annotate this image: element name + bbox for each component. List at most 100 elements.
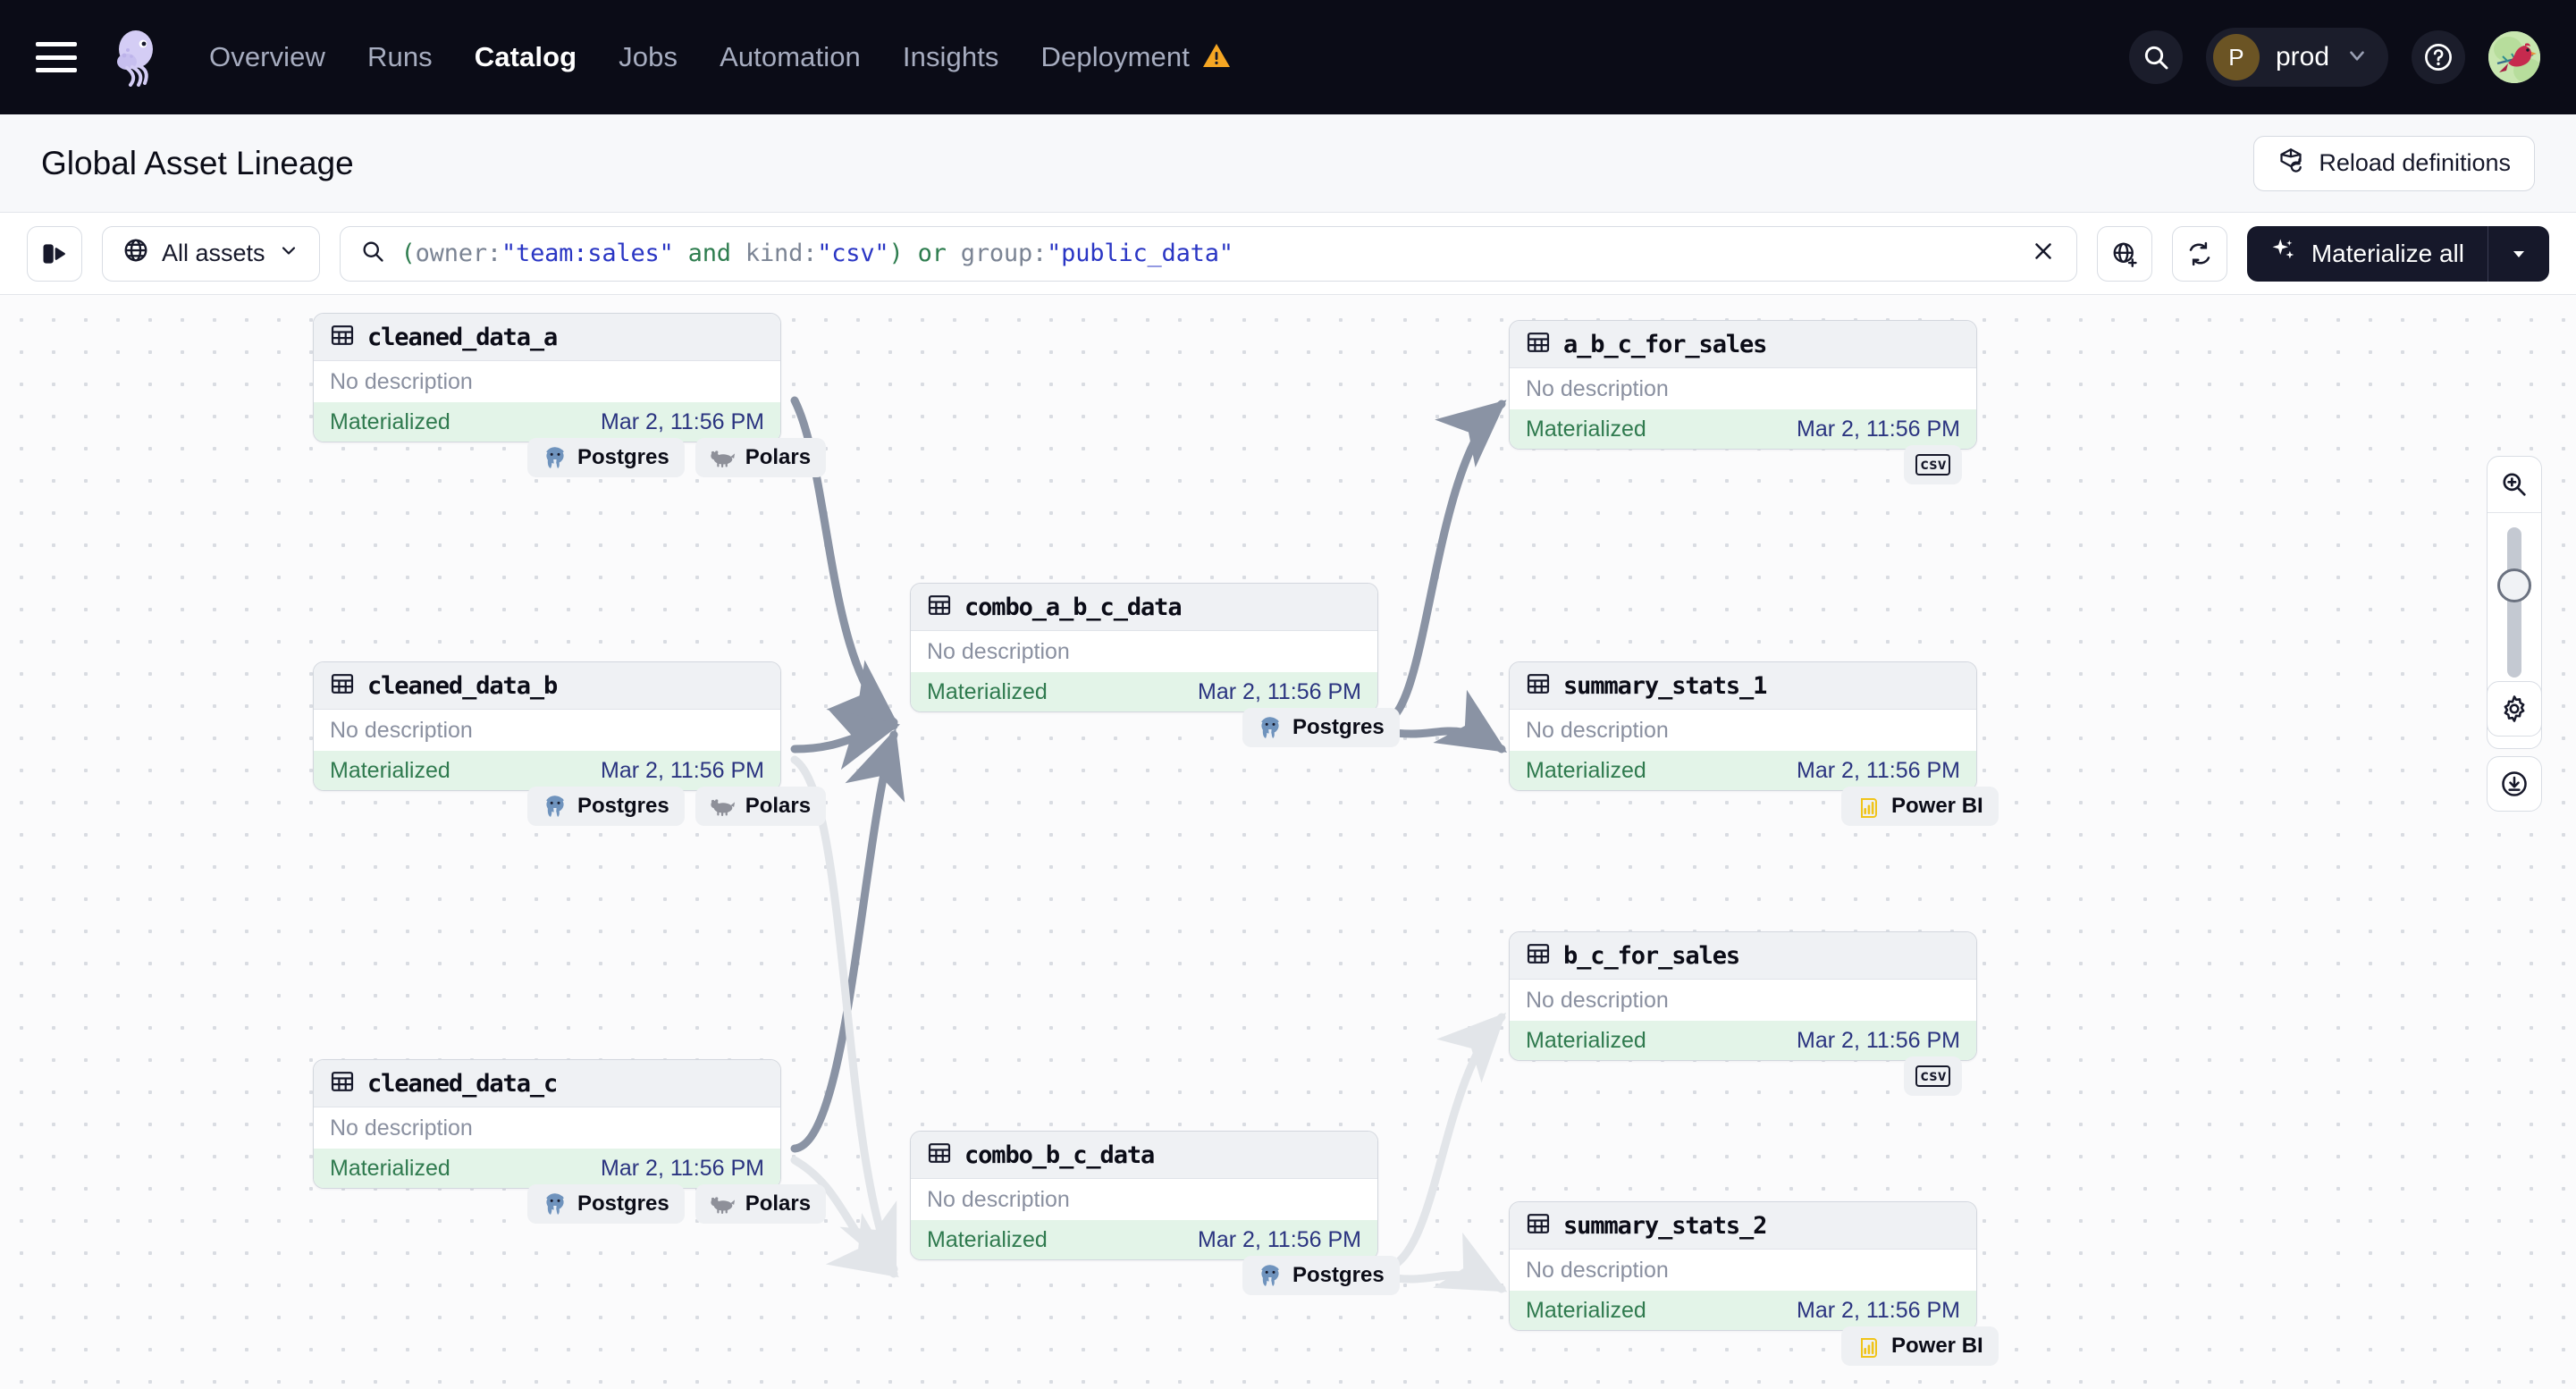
table-icon xyxy=(331,1071,354,1091)
hamburger-icon[interactable] xyxy=(36,42,77,72)
asset-node-description: No description xyxy=(927,638,1070,664)
kind-tag[interactable]: Postgres xyxy=(1242,1256,1400,1295)
kind-tag[interactable]: Power BI xyxy=(1841,1326,1999,1366)
asset-kind-tags: Postgres Polars xyxy=(527,438,827,477)
kind-tag[interactable]: Postgres xyxy=(527,438,685,477)
refresh-icon[interactable] xyxy=(2171,225,2227,282)
status-badge: Materialized xyxy=(927,678,1048,704)
asset-node[interactable]: combo_b_c_data No description Materializ… xyxy=(910,1131,1378,1260)
zoom-slider-handle[interactable] xyxy=(2497,568,2531,602)
kind-tag[interactable]: Postgres xyxy=(527,1184,685,1224)
table-icon xyxy=(330,1069,355,1099)
asset-node-name: summary_stats_1 xyxy=(1563,671,1767,700)
reload-definitions-button[interactable]: Reload definitions xyxy=(2253,135,2535,191)
asset-kind-tags: Power BI xyxy=(1841,1326,1999,1366)
kind-tag-label: Polars xyxy=(745,445,812,469)
close-icon[interactable] xyxy=(2030,238,2057,269)
search-input[interactable]: (owner:"team:sales" and kind:"csv") or g… xyxy=(400,240,1233,267)
asset-node[interactable]: combo_a_b_c_data No description Material… xyxy=(910,583,1378,712)
asset-node[interactable]: b_c_for_sales No description Materialize… xyxy=(1509,931,1977,1061)
lineage-canvas[interactable]: cleaned_data_a No description Materializ… xyxy=(0,295,2576,1389)
table-icon xyxy=(1527,332,1550,352)
gear-icon[interactable] xyxy=(2487,681,2542,737)
asset-node-header: summary_stats_2 xyxy=(1510,1202,1976,1250)
nav-item-catalog[interactable]: Catalog xyxy=(474,41,577,72)
materialization-timestamp[interactable]: Mar 2, 11:56 PM xyxy=(1797,416,1960,442)
status-badge: Materialized xyxy=(330,757,450,783)
asset-node-description: No description xyxy=(927,1186,1070,1212)
materialization-timestamp[interactable]: Mar 2, 11:56 PM xyxy=(1198,1226,1361,1252)
materialize-options-caret[interactable] xyxy=(2488,243,2549,265)
avatar[interactable] xyxy=(2488,31,2540,83)
search-icon xyxy=(360,239,385,268)
materialization-timestamp[interactable]: Mar 2, 11:56 PM xyxy=(601,408,764,434)
asset-node-description: No description xyxy=(1526,1257,1669,1283)
asset-node-header: summary_stats_1 xyxy=(1510,662,1976,710)
table-icon xyxy=(927,593,952,622)
polars-icon xyxy=(711,1197,735,1214)
nav-item-overview[interactable]: Overview xyxy=(209,41,325,72)
asset-node-description: No description xyxy=(1526,717,1669,743)
asset-node-status-bar: Materialized Mar 2, 11:56 PM xyxy=(314,751,780,790)
kind-tag[interactable]: Polars xyxy=(695,438,827,477)
table-icon xyxy=(330,671,355,701)
asset-node-status-bar: Materialized Mar 2, 11:56 PM xyxy=(314,1149,780,1188)
asset-node[interactable]: cleaned_data_c No description Materializ… xyxy=(313,1059,781,1189)
materialization-timestamp[interactable]: Mar 2, 11:56 PM xyxy=(1198,678,1361,704)
kind-tag[interactable]: csv xyxy=(1904,1056,1963,1096)
zoom-in-icon[interactable] xyxy=(2488,457,2541,512)
csv-icon: csv xyxy=(1915,1065,1951,1087)
deployment-switcher[interactable]: P prod xyxy=(2205,28,2388,87)
asset-node[interactable]: cleaned_data_a No description Materializ… xyxy=(313,313,781,442)
asset-node-name: combo_a_b_c_data xyxy=(964,593,1183,621)
kind-tag[interactable]: Polars xyxy=(695,787,827,826)
materialization-timestamp[interactable]: Mar 2, 11:56 PM xyxy=(601,1155,764,1181)
nav-item-insights[interactable]: Insights xyxy=(902,41,999,72)
globe-icon xyxy=(122,237,149,270)
asset-node-header: b_c_for_sales xyxy=(1510,932,1976,980)
asset-scope-selector[interactable]: All assets xyxy=(102,225,320,282)
expand-panel-icon[interactable] xyxy=(27,225,82,282)
powerbi-icon xyxy=(1861,798,1877,818)
kind-tag[interactable]: Polars xyxy=(695,1184,827,1224)
page-header: Global Asset Lineage Reload definitions xyxy=(0,114,2576,213)
materialization-timestamp[interactable]: Mar 2, 11:56 PM xyxy=(1797,757,1960,783)
materialization-timestamp[interactable]: Mar 2, 11:56 PM xyxy=(1797,1297,1960,1323)
globe-add-icon[interactable] xyxy=(2096,225,2152,282)
nav-right-cluster: P prod xyxy=(2128,28,2540,87)
kind-tag[interactable]: Power BI xyxy=(1841,787,1999,826)
status-badge: Materialized xyxy=(330,408,450,434)
asset-node[interactable]: cleaned_data_b No description Materializ… xyxy=(313,661,781,791)
kind-tag[interactable]: Postgres xyxy=(1242,708,1400,747)
zoom-slider[interactable] xyxy=(2488,513,2541,692)
materialization-timestamp[interactable]: Mar 2, 11:56 PM xyxy=(601,757,764,783)
postgres-icon xyxy=(546,447,564,469)
kind-tag[interactable]: Postgres xyxy=(527,787,685,826)
asset-kind-tags: Postgres Polars xyxy=(527,1184,827,1224)
materialization-timestamp[interactable]: Mar 2, 11:56 PM xyxy=(1797,1027,1960,1053)
nav-item-deployment[interactable]: Deployment xyxy=(1040,41,1190,72)
asset-node-status-bar: Materialized Mar 2, 11:56 PM xyxy=(1510,409,1976,449)
asset-node[interactable]: summary_stats_1 No description Materiali… xyxy=(1509,661,1977,791)
asset-node-name: cleaned_data_c xyxy=(367,1069,558,1098)
materialize-all-label: Materialize all xyxy=(2311,239,2464,267)
materialize-all-main[interactable]: Materialize all xyxy=(2247,237,2488,270)
materialize-all-button[interactable]: Materialize all xyxy=(2246,225,2549,282)
help-circle-icon[interactable] xyxy=(2412,30,2465,84)
asset-search-box[interactable]: (owner:"team:sales" and kind:"csv") or g… xyxy=(339,225,2077,282)
chevron-down-icon xyxy=(2345,44,2369,72)
asset-kind-tags: Postgres xyxy=(1242,1256,1400,1295)
nav-item-jobs[interactable]: Jobs xyxy=(619,41,678,72)
asset-node[interactable]: a_b_c_for_sales No description Materiali… xyxy=(1509,320,1977,450)
download-icon[interactable] xyxy=(2487,756,2542,812)
nav-item-runs[interactable]: Runs xyxy=(367,41,433,72)
kind-tag[interactable]: csv xyxy=(1904,445,1963,484)
nav-item-automation[interactable]: Automation xyxy=(720,41,861,72)
dagster-logo[interactable] xyxy=(109,28,168,87)
kind-tag-label: Polars xyxy=(745,794,812,818)
search-icon[interactable] xyxy=(2128,30,2183,84)
warning-triangle-icon xyxy=(1202,42,1231,73)
asset-node-status-bar: Materialized Mar 2, 11:56 PM xyxy=(314,402,780,442)
asset-node-status-bar: Materialized Mar 2, 11:56 PM xyxy=(1510,1291,1976,1330)
asset-node[interactable]: summary_stats_2 No description Materiali… xyxy=(1509,1201,1977,1331)
